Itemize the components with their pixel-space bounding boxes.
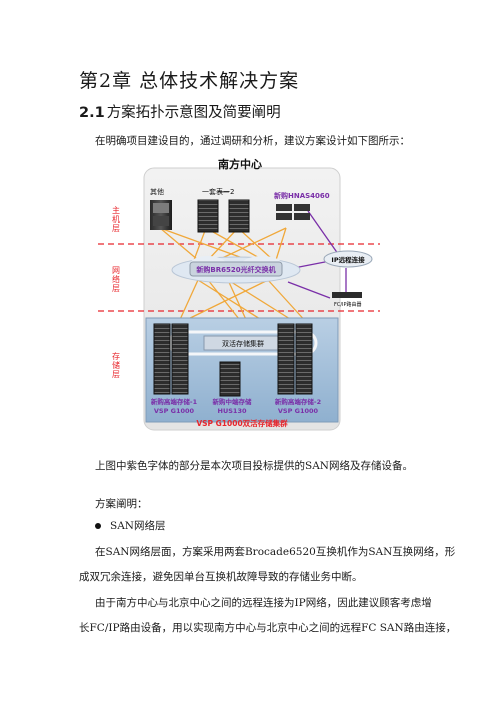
ip-link-cloud: IP远程连接 <box>323 250 373 268</box>
fc-ip-router: FC/IP路由器 <box>332 292 362 308</box>
paragraph-2: 方案阐明： <box>95 498 148 510</box>
switch-label: 新购BR6520光纤交换机 <box>196 265 275 274</box>
chapter-title: 第2章 总体技术解决方案 <box>79 70 300 92</box>
bullet-dot <box>95 523 101 529</box>
storage-array-3 <box>277 323 313 395</box>
fiber-links-hosts <box>159 227 287 261</box>
host-server-b <box>228 199 250 233</box>
paragraph-3-line-2: 成双冗余连接，避免因单台互换机故障导致的存储业务中断。 <box>79 571 363 583</box>
fiber-links-storage <box>177 279 309 325</box>
layer-label-host: 主机层 <box>112 205 121 233</box>
layer-label-network: 网络层 <box>112 266 121 293</box>
router-label: FC/IP路由器 <box>334 301 362 308</box>
storage-array-1 <box>153 323 189 395</box>
storage-3-name: 新购高端存储-2 <box>275 397 321 406</box>
diagram-title: 南方中心 <box>218 157 262 171</box>
switch-cloud: 新购BR6520光纤交换机 <box>171 256 301 284</box>
paragraph-4-line-2: 长FC/IP路由设备，用以实现南方中心与北京中心之间的远程FC SAN路由连接， <box>79 622 457 634</box>
host-server-a <box>197 199 219 233</box>
bullet-item: SAN网络层 <box>110 520 166 532</box>
topology-diagram: 南方中心 主机层 网络层 存储层 <box>98 156 408 438</box>
section-number: 2.1 <box>79 105 105 121</box>
storage-array-2 <box>219 361 241 397</box>
host-label-set2: 一套表一2 <box>202 187 234 196</box>
cluster-label: 双活存储集群 <box>222 339 264 348</box>
section-title: 方案拓扑示意图及简要阐明 <box>106 105 281 121</box>
intro-paragraph: 在明确项目建设目的，通过调研和分析，建议方案设计如下图所示： <box>95 135 410 147</box>
storage-1-name: 新购高端存储-1 <box>151 397 198 406</box>
layer-label-storage: 存储层 <box>112 351 121 379</box>
paragraph-1: 上图中紫色字体的部分是本次项目投标提供的SAN网络及存储设备。 <box>95 460 413 472</box>
host-other: 其他 <box>150 187 172 230</box>
storage-3-model: VSP G1000 <box>278 407 319 415</box>
bottom-cluster-label: VSP G1000双活存储集群 <box>196 418 288 428</box>
paragraph-4-line-1: 由于南方中心与北京中心之间的远程连接为IP网络，因此建议顾客考虑增 <box>95 597 432 609</box>
storage-2-name: 新购中端存储 <box>213 397 253 406</box>
storage-1-model: VSP G1000 <box>154 407 195 415</box>
ip-link-label: IP远程连接 <box>331 255 365 264</box>
host-label-other: 其他 <box>150 187 164 196</box>
host-hnas: 新购HNAS4060 <box>274 191 330 220</box>
storage-2-model: HUS130 <box>218 407 247 415</box>
host-label-hnas: 新购HNAS4060 <box>274 191 330 200</box>
paragraph-3-line-1: 在SAN网络层面，方案采用两套Brocade6520互换机作为SAN互换网络，形 <box>95 546 456 558</box>
